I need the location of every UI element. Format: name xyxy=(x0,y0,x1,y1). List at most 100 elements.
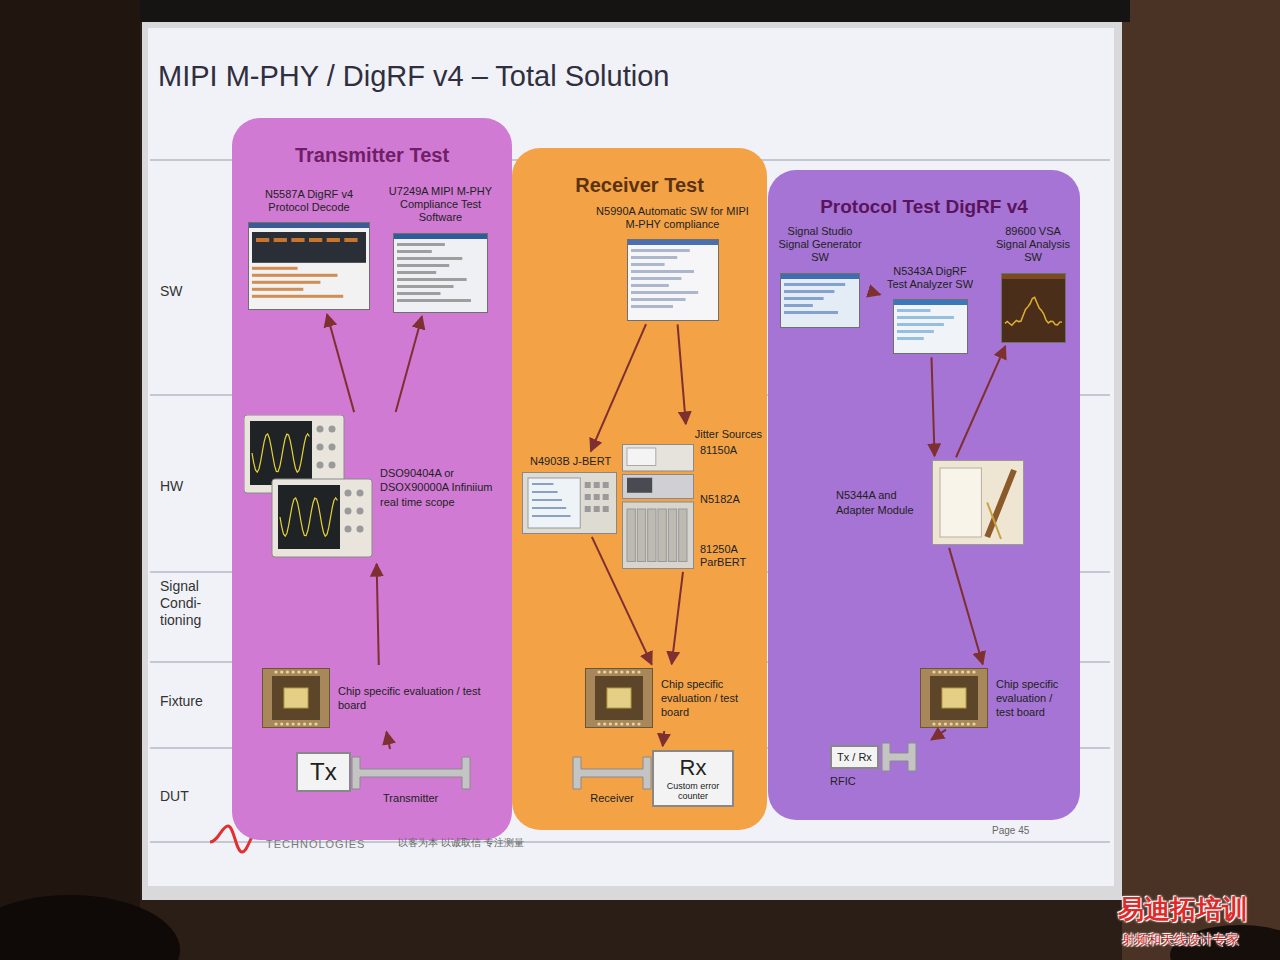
dut-name: Rx xyxy=(680,755,707,781)
software-screenshot-part xyxy=(252,232,366,263)
oscilloscope-picture-part xyxy=(357,508,364,515)
bert-picture-part xyxy=(532,491,558,493)
test-board-picture-part xyxy=(967,722,970,725)
software-screenshot-part xyxy=(397,264,449,267)
software-screenshot-part xyxy=(252,281,320,284)
oscilloscope-picture-part xyxy=(317,444,324,451)
instrument-group-label: Jitter Sources xyxy=(622,428,762,440)
test-board-picture-part xyxy=(609,722,612,725)
software-label: N5343A DigRF Test Analyzer SW xyxy=(884,265,976,291)
oscilloscope-picture-part xyxy=(278,485,340,549)
test-board-picture-part xyxy=(921,669,988,728)
dut-name: Tx xyxy=(310,758,337,786)
instrument-row: 81150AN5182A81250A ParBERT xyxy=(622,444,762,569)
test-board-picture-part xyxy=(303,670,306,673)
instrument-block: Signal Studio Signal Generator SW xyxy=(774,225,866,328)
instrument-block: DSO90404A or DSOX90000A Infiniium real t… xyxy=(244,415,506,560)
adapter-picture-part xyxy=(987,503,1001,540)
software-screenshot-part xyxy=(897,309,931,312)
test-board-picture-part xyxy=(626,722,629,725)
signal-arrow xyxy=(672,572,683,664)
oscilloscope-picture-part xyxy=(252,434,309,472)
test-board-picture-part xyxy=(938,670,941,673)
test-board-picture-part xyxy=(263,669,330,728)
dut-label: Transmitter xyxy=(383,792,438,804)
test-board-picture-part xyxy=(607,688,631,708)
test-board-picture-part xyxy=(292,670,295,673)
test-board-picture-part xyxy=(961,722,964,725)
instrument-stack-picture-part xyxy=(668,509,676,562)
instrument-stack-picture-part xyxy=(623,445,694,472)
software-screenshot-part xyxy=(397,299,471,302)
watermark: 易迪拓培训 xyxy=(1118,894,1270,925)
signal-arrow xyxy=(956,346,1005,457)
fixture-label: Chip specific evaluation / test board xyxy=(338,684,497,713)
slide-background xyxy=(148,28,1114,886)
signal-arrow xyxy=(592,537,652,664)
oscilloscope-picture-part xyxy=(317,426,324,433)
fixture-label: Chip specific evaluation / test board xyxy=(996,677,1065,720)
test-board-picture-part xyxy=(620,722,623,725)
test-board-picture xyxy=(585,668,653,728)
software-screenshot-part xyxy=(309,238,322,242)
test-board-picture-part xyxy=(942,688,966,708)
signal-arrow xyxy=(663,731,664,746)
software-screenshot-part xyxy=(897,323,944,326)
instrument-label: 81150A xyxy=(700,444,762,457)
instrument-block: 89600 VSA Signal Analysis SW xyxy=(992,225,1074,343)
test-board-picture-part xyxy=(595,676,643,720)
oscilloscope-picture-part xyxy=(345,508,352,515)
software-screenshot-part xyxy=(897,330,934,333)
signal-arrow xyxy=(869,291,880,294)
test-board-picture-part xyxy=(280,670,283,673)
software-screenshot xyxy=(893,299,968,354)
adapter-picture xyxy=(932,460,1024,545)
software-screenshot-part xyxy=(631,305,673,308)
bert-picture-part xyxy=(603,482,609,488)
panel-heading: Receiver Test xyxy=(512,174,767,197)
dut-label: RFIC xyxy=(830,775,960,787)
test-board-picture-part xyxy=(274,722,277,725)
row-label: DUT xyxy=(160,788,210,805)
panel-heading: Transmitter Test xyxy=(232,144,512,167)
software-screenshot xyxy=(780,273,860,328)
instrument-label: N5182A xyxy=(700,493,762,506)
software-screenshot-part xyxy=(252,267,298,270)
test-board-picture-part xyxy=(597,670,600,673)
test-board-picture-part xyxy=(955,722,958,725)
instrument-block: Jitter Sources81150AN5182A81250A ParBERT xyxy=(622,428,762,569)
test-board-picture-part xyxy=(297,722,300,725)
signal-arrow xyxy=(678,324,686,424)
test-board-picture-part xyxy=(955,670,958,673)
software-screenshot-part xyxy=(631,249,690,252)
test-board-picture-part xyxy=(932,722,935,725)
instrument-block: Tx / RxRFIC xyxy=(830,742,960,787)
software-screenshot-part xyxy=(627,240,718,321)
software-screenshot-part xyxy=(784,297,824,300)
slide-title: MIPI M-PHY / DigRF v4 – Total Solution xyxy=(158,60,669,93)
signal-arrow xyxy=(327,314,354,412)
bert-picture xyxy=(522,472,617,534)
test-board-picture-part xyxy=(603,670,606,673)
signal-arrow xyxy=(949,548,983,664)
software-screenshot-part xyxy=(781,274,859,279)
signal-arrow xyxy=(377,564,379,665)
test-board-picture-part xyxy=(314,722,317,725)
software-screenshot-part xyxy=(397,278,467,281)
test-board-picture-part xyxy=(597,722,600,725)
bert-picture-part xyxy=(603,506,609,512)
software-label: 89600 VSA Signal Analysis SW xyxy=(992,225,1074,265)
bert-picture-part xyxy=(523,473,617,534)
bert-picture-part xyxy=(532,499,562,501)
software-screenshot-part xyxy=(397,271,436,274)
instrument-stack-picture-part xyxy=(627,448,656,466)
bert-picture-part xyxy=(528,478,580,528)
audience-silhouette xyxy=(0,895,180,960)
test-board-picture-part xyxy=(286,722,289,725)
test-board-picture-part xyxy=(314,670,317,673)
test-board-picture-part xyxy=(637,722,640,725)
dut-connector-shape-part xyxy=(573,757,651,789)
dut-label: Receiver xyxy=(590,792,633,804)
row-label: SW xyxy=(160,283,210,300)
test-board-picture-part xyxy=(272,676,320,720)
